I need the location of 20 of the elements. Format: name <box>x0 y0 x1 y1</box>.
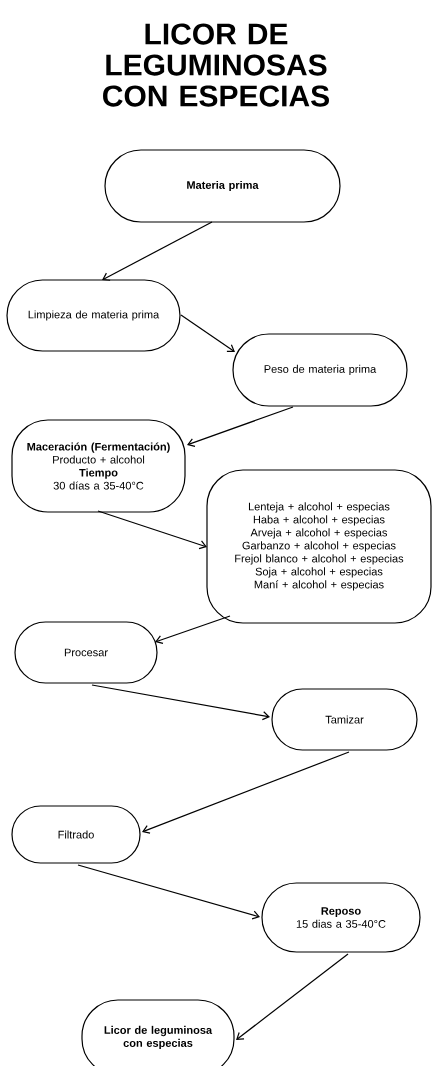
process-box: Limpieza de materia prima <box>6 279 181 352</box>
process-box: Lenteja + alcohol + especias Haba + alcohol + especias Arveja + alcohol + especias Garbanzo + alcohol + especias Frejol blanco + alcohol + especias Soja + alcohol + especias Maní + alcohol + especias <box>206 469 432 624</box>
arrow <box>91 684 270 721</box>
process-box: Reposo 15 dias a 35-40°C <box>261 882 421 953</box>
arrow <box>97 510 207 550</box>
arrow <box>77 864 260 920</box>
arrow <box>142 751 350 834</box>
arrow <box>155 615 231 645</box>
arrow <box>187 406 294 447</box>
process-box: Peso de materia prima <box>232 333 408 407</box>
arrow <box>236 953 349 1040</box>
title: LICOR DE LEGUMINOSAS CON ESPECIAS <box>103 23 329 107</box>
process-box: Filtrado <box>11 805 141 864</box>
process-box: Licor de leguminosa con especias <box>81 999 235 1066</box>
process-box: Tamizar <box>271 688 418 751</box>
arrow <box>180 314 235 352</box>
process-box: Procesar <box>14 621 158 684</box>
process-box: Maceración (Fermentación) Producto + alcohol Tiempo 30 días a 35-40°C <box>11 419 186 513</box>
process-box: Materia prima <box>104 149 341 223</box>
arrow <box>102 221 213 281</box>
